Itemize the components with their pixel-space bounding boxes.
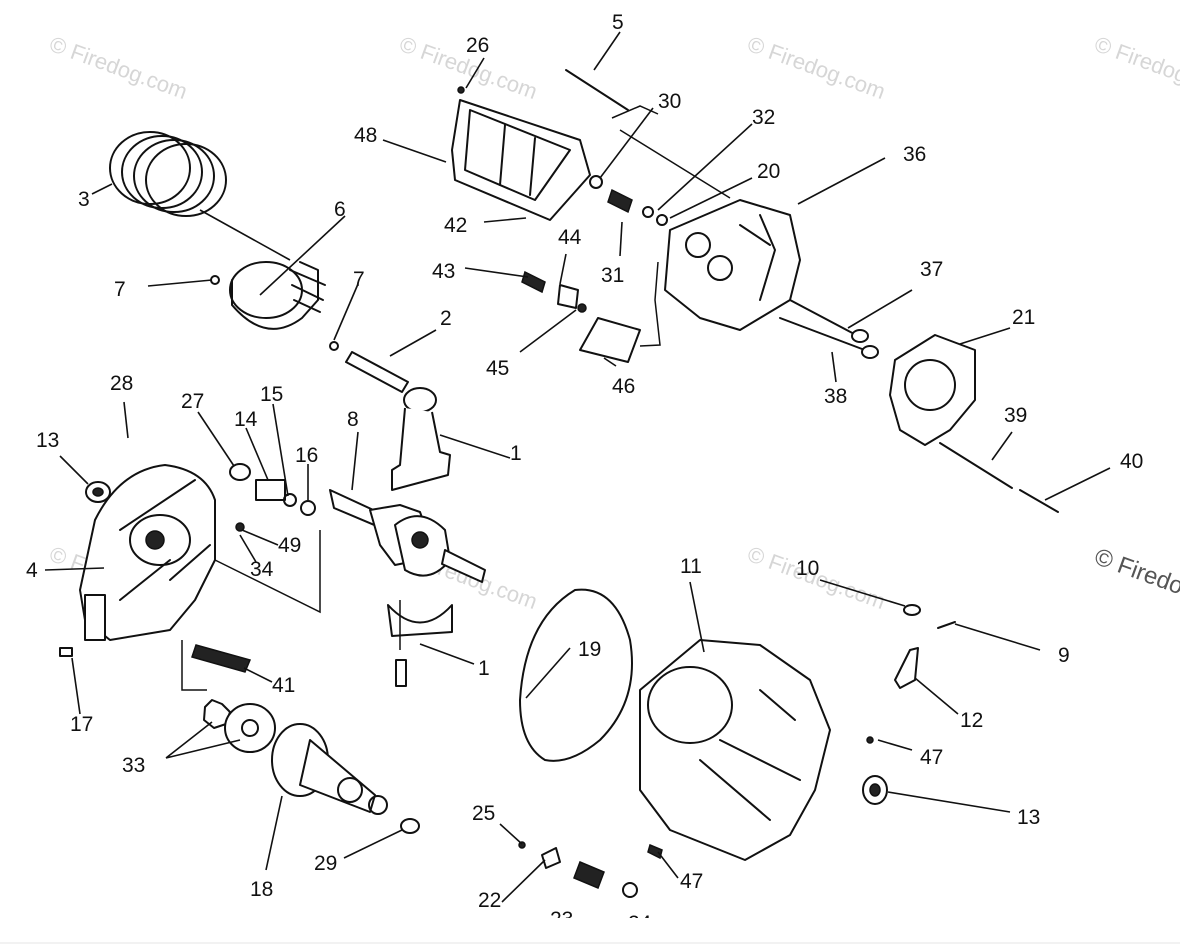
cylinder-head — [664, 199, 801, 331]
label-32: 32 — [752, 106, 775, 129]
head-gasket — [889, 334, 976, 446]
label-28: 28 — [110, 372, 133, 395]
label-25: 25 — [472, 802, 495, 825]
label-9: 9 — [1058, 644, 1070, 667]
label-4: 4 — [26, 559, 38, 582]
label-34: 34 — [250, 558, 274, 581]
label-40: 40 — [1120, 450, 1143, 473]
label-39: 39 — [1004, 404, 1027, 427]
connecting-rod — [391, 387, 451, 491]
oil-screen — [191, 644, 252, 673]
label-20: 20 — [757, 160, 780, 183]
label-11: 11 — [680, 555, 702, 578]
watermark-3: © Firedog.com — [744, 31, 888, 104]
label-29: 29 — [314, 852, 337, 875]
label-43: 43 — [432, 260, 455, 283]
crankcase-gasket — [519, 588, 633, 762]
label-47-upper: 47 — [920, 746, 943, 769]
label-27: 27 — [181, 390, 204, 413]
label-45: 45 — [486, 357, 509, 380]
head-bolt-5 — [565, 69, 629, 111]
watermark-4: © Firedog.com — [1091, 31, 1180, 104]
pushrod-end-38 — [861, 345, 879, 359]
label-7-right: 7 — [353, 268, 365, 291]
label-15: 15 — [260, 383, 283, 406]
watermark-1: © Firedog.com — [46, 31, 190, 104]
piston-rings — [109, 131, 227, 217]
pin-clip-left — [210, 275, 220, 285]
governor-arm — [894, 604, 956, 689]
pin-clip-right — [329, 341, 339, 351]
label-44: 44 — [558, 226, 582, 249]
label-30: 30 — [658, 90, 681, 113]
valve-cover — [451, 99, 591, 221]
cover-bolt-26 — [457, 86, 465, 94]
label-10: 10 — [796, 557, 819, 580]
bolt-40 — [1019, 489, 1059, 513]
label-22-partial: 22 — [478, 889, 501, 912]
pin-17 — [59, 647, 73, 657]
label-21: 21 — [1012, 306, 1035, 329]
label-46: 46 — [612, 375, 635, 398]
label-48: 48 — [354, 124, 377, 147]
label-12: 12 — [960, 709, 983, 732]
label-17: 17 — [70, 713, 93, 736]
breather-lower-parts — [518, 841, 638, 898]
label-36: 36 — [903, 143, 926, 166]
label-7-left: 7 — [114, 278, 126, 301]
camshaft — [271, 723, 388, 815]
camshaft-washer — [400, 818, 420, 834]
label-37: 37 — [920, 258, 943, 281]
label-5: 5 — [612, 11, 624, 34]
oil-pump-rotors — [203, 699, 276, 753]
label-8: 8 — [347, 408, 359, 431]
pushrod-end-37 — [851, 329, 869, 343]
oil-seal-right — [862, 775, 888, 805]
piston-pin — [345, 351, 409, 393]
label-38: 38 — [824, 385, 847, 408]
label-1-lower: 1 — [478, 657, 490, 680]
valve-spring-parts — [589, 175, 668, 226]
label-13-left: 13 — [36, 429, 59, 452]
label-47-lower: 47 — [680, 870, 703, 893]
bolt-47-upper — [866, 736, 874, 744]
leader-lines — [44, 31, 1111, 903]
oil-seal-left — [85, 481, 111, 503]
governor-parts — [229, 463, 316, 532]
label-49: 49 — [278, 534, 301, 557]
label-41: 41 — [272, 674, 295, 697]
label-31: 31 — [601, 264, 624, 287]
label-33: 33 — [122, 754, 145, 777]
label-13-right: 13 — [1017, 806, 1040, 829]
watermark-edge: © Firedog — [1091, 543, 1180, 605]
bottom-crop — [0, 918, 1180, 946]
label-42: 42 — [444, 214, 467, 237]
crankshaft — [329, 489, 486, 583]
label-1-upper: 1 — [510, 442, 522, 465]
label-14: 14 — [234, 408, 258, 431]
spring-47-lower — [647, 843, 663, 860]
pushrod-38 — [779, 317, 871, 353]
assembly-lines — [181, 105, 731, 691]
piston — [229, 261, 326, 330]
pushrod-37 — [789, 299, 859, 337]
label-26: 26 — [466, 34, 489, 57]
stud-39 — [939, 442, 1013, 489]
label-16: 16 — [295, 444, 318, 467]
crankcase-cover — [79, 464, 216, 641]
rod-cap — [387, 604, 453, 687]
label-3: 3 — [78, 188, 90, 211]
label-2: 2 — [440, 307, 452, 330]
label-19: 19 — [578, 638, 601, 661]
cylinder-block — [639, 639, 831, 861]
breather-parts — [521, 270, 641, 363]
label-6: 6 — [334, 198, 346, 221]
label-18: 18 — [250, 878, 273, 901]
